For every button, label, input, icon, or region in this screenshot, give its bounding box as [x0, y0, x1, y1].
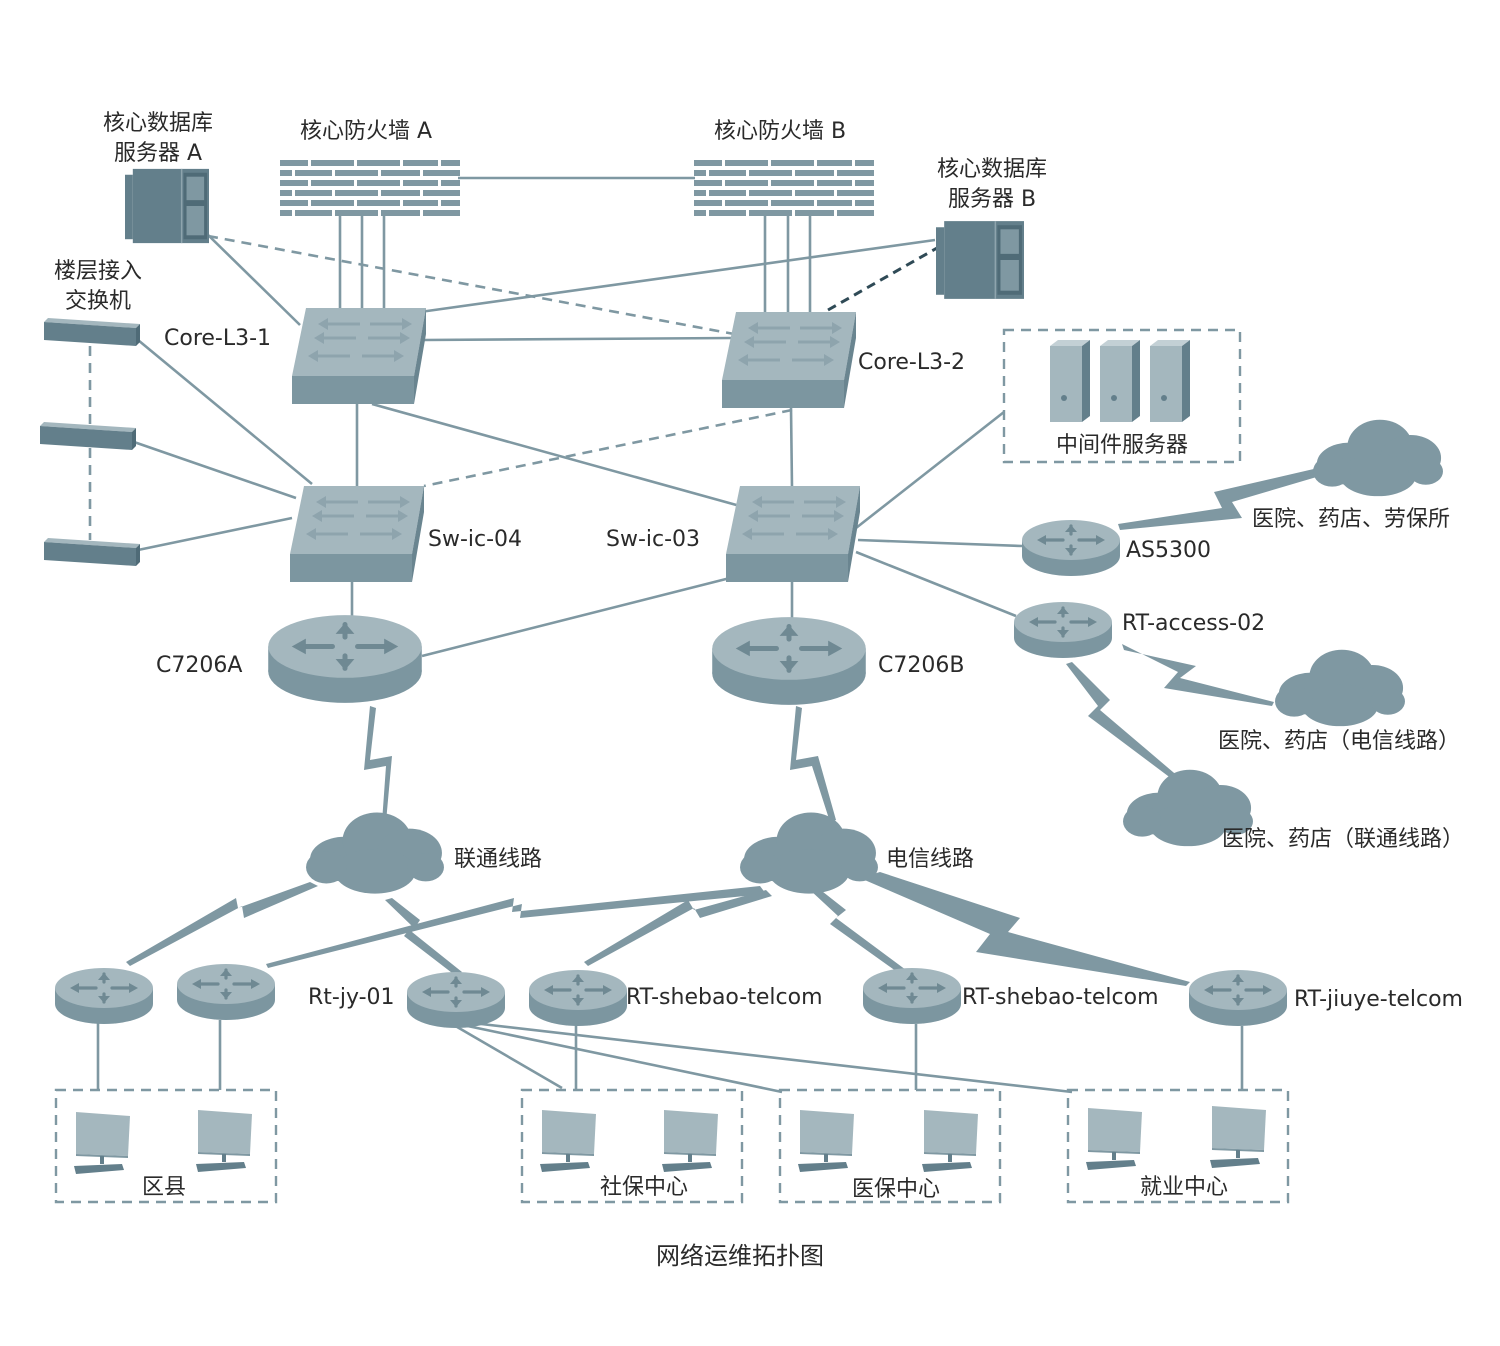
social-pc-1-icon[interactable] — [540, 1110, 598, 1172]
site-social-label: 社保中心 — [600, 1175, 688, 1200]
social-pc-2-icon[interactable] — [662, 1110, 720, 1172]
site-employment-box — [1066, 1088, 1290, 1204]
site-medical-box — [778, 1088, 1002, 1204]
labels: 核心数据库 服务器 A 核心防火墙 A 核心防火墙 B 核心数据库 服务器 B … — [54, 111, 1464, 1270]
rt-jiuye-telcom-icon[interactable] — [1187, 968, 1289, 1028]
sw-ic-03-icon[interactable] — [724, 484, 862, 584]
rt-shebao-telcom-1-icon[interactable] — [527, 968, 629, 1028]
db-b-label-2: 服务器 B — [948, 187, 1036, 212]
db-b-label-1: 核心数据库 — [937, 157, 1047, 182]
sw-ic-04-icon[interactable] — [288, 484, 426, 584]
middleware-server-3-icon[interactable] — [1150, 340, 1190, 422]
hospital-cloud-1-icon — [1313, 419, 1443, 497]
rt-jiuye-telcom-label: RT-jiuye-telcom — [1294, 987, 1463, 1012]
wan-links — [126, 468, 1320, 986]
core-l3-2-label: Core-L3-2 — [858, 350, 965, 375]
rt-jy-01-label: Rt-jy-01 — [308, 985, 395, 1010]
unicom-cloud-icon — [306, 812, 444, 894]
site-employment-label: 就业中心 — [1140, 1175, 1228, 1200]
hospital-cloud-2-label: 医院、药店（电信线路） — [1218, 729, 1460, 754]
sw-ic-04-label: Sw-ic-04 — [428, 527, 522, 552]
floor-switch-label-1: 楼层接入 — [54, 259, 142, 284]
middleware-label: 中间件服务器 — [1056, 433, 1188, 458]
rt-shebao-telcom-2-label: RT-shebao-telcom — [962, 985, 1159, 1010]
c7206a-icon[interactable] — [268, 615, 422, 703]
core-l3-2-icon[interactable] — [720, 310, 858, 410]
sw-ic-03-label: Sw-ic-03 — [606, 527, 700, 552]
firewall-a-label: 核心防火墙 A — [300, 119, 432, 144]
as5300-icon[interactable] — [1020, 518, 1122, 578]
db-server-b-icon[interactable] — [936, 220, 1024, 300]
rt-shebao-telcom-2-icon[interactable] — [861, 966, 963, 1026]
hospital-cloud-3-label: 医院、药店（联通线路） — [1222, 827, 1464, 852]
firewall-b-label: 核心防火墙 B — [714, 119, 846, 144]
floor-switch-3-icon[interactable] — [44, 538, 140, 566]
employment-pc-1-icon[interactable] — [1086, 1108, 1144, 1170]
unicom-label: 联通线路 — [454, 847, 542, 872]
firewall-b-icon[interactable] — [694, 160, 874, 216]
rt-jy-01-icon[interactable] — [405, 970, 507, 1030]
hospital-cloud-2-icon — [1275, 649, 1405, 727]
middleware-server-1-icon[interactable] — [1050, 340, 1090, 422]
floor-switch-label-2: 交换机 — [65, 289, 131, 314]
middleware-server-2-icon[interactable] — [1100, 340, 1140, 422]
db-a-label-1: 核心数据库 — [103, 111, 213, 136]
floor-switch-2-icon[interactable] — [40, 422, 136, 450]
floor-switch-1-icon[interactable] — [44, 318, 140, 346]
db-server-a-icon[interactable] — [125, 168, 209, 244]
county-pc-1-icon[interactable] — [74, 1112, 132, 1174]
as5300-label: AS5300 — [1126, 538, 1211, 563]
telecom-label: 电信线路 — [886, 847, 974, 872]
telecom-cloud-icon — [740, 812, 878, 894]
site-county-box — [54, 1088, 278, 1204]
county-pc-2-icon[interactable] — [196, 1110, 254, 1172]
medical-pc-2-icon[interactable] — [922, 1110, 980, 1172]
core-l3-1-icon[interactable] — [290, 306, 428, 406]
site-county-label: 区县 — [142, 1175, 186, 1200]
medical-pc-1-icon[interactable] — [798, 1110, 856, 1172]
middleware-group — [1002, 328, 1242, 464]
db-a-label-2: 服务器 A — [114, 141, 202, 166]
county-router-2-icon[interactable] — [175, 962, 277, 1022]
links — [88, 176, 1244, 1094]
rt-access-02-icon[interactable] — [1012, 600, 1114, 660]
site-medical-label: 医保中心 — [852, 1177, 940, 1202]
rt-access-02-label: RT-access-02 — [1122, 611, 1265, 636]
c7206a-label: C7206A — [156, 653, 242, 678]
firewall-a-icon[interactable] — [280, 160, 460, 216]
diagram-caption: 网络运维拓扑图 — [656, 1242, 824, 1270]
c7206b-label: C7206B — [878, 653, 964, 678]
c7206b-icon[interactable] — [712, 617, 866, 705]
hospital-cloud-1-label: 医院、药店、劳保所 — [1252, 507, 1450, 532]
site-social-box — [520, 1088, 744, 1204]
rt-shebao-telcom-1-label: RT-shebao-telcom — [626, 985, 823, 1010]
employment-pc-2-icon[interactable] — [1210, 1106, 1268, 1168]
core-l3-1-label: Core-L3-1 — [164, 326, 271, 351]
county-router-1-icon[interactable] — [53, 966, 155, 1026]
